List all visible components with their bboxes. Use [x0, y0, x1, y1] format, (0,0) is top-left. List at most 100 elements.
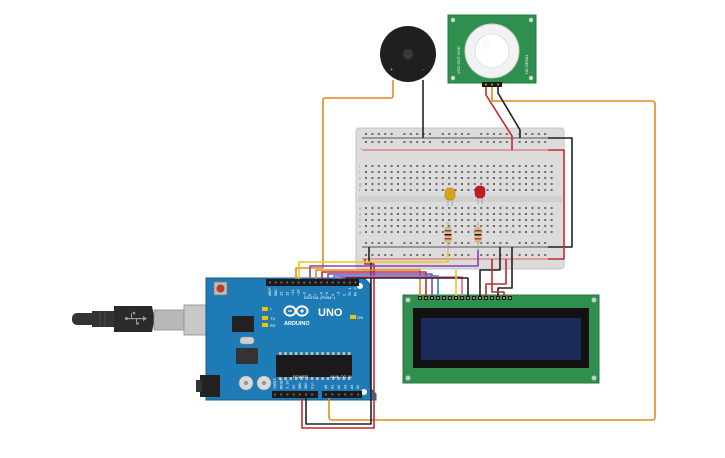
breadboard-rail-hole[interactable] — [518, 254, 521, 256]
wire-red-lcd-vcc[interactable] — [485, 259, 507, 296]
breadboard-hole[interactable] — [518, 213, 521, 215]
lcd-pin[interactable] — [425, 297, 427, 299]
breadboard-hole[interactable] — [429, 213, 431, 215]
breadboard-hole[interactable] — [454, 207, 457, 209]
breadboard-hole[interactable] — [499, 171, 502, 173]
breadboard-rail-hole[interactable] — [422, 242, 425, 244]
breadboard-hole[interactable] — [422, 171, 425, 173]
breadboard-hole[interactable] — [454, 165, 457, 167]
breadboard-rail-hole[interactable] — [505, 141, 508, 143]
breadboard-hole[interactable] — [429, 225, 431, 227]
breadboard-rail-hole[interactable] — [390, 254, 393, 256]
breadboard-rail-hole[interactable] — [448, 133, 451, 135]
breadboard-hole[interactable] — [397, 165, 399, 167]
breadboard-hole[interactable] — [525, 189, 527, 191]
breadboard-hole[interactable] — [461, 189, 463, 191]
breadboard-rail-hole[interactable] — [505, 242, 508, 244]
breadboard-hole[interactable] — [454, 189, 457, 191]
breadboard-hole[interactable] — [365, 177, 367, 179]
breadboard-hole[interactable] — [544, 225, 547, 227]
breadboard-hole[interactable] — [371, 207, 374, 209]
lcd-pin[interactable] — [497, 297, 499, 299]
breadboard-hole[interactable] — [422, 165, 425, 167]
breadboard-rail-hole[interactable] — [525, 141, 527, 143]
breadboard-hole[interactable] — [371, 213, 374, 215]
breadboard-rail-hole[interactable] — [486, 254, 489, 256]
breadboard-hole[interactable] — [422, 225, 425, 227]
lcd-pin[interactable] — [461, 297, 463, 299]
breadboard-hole[interactable] — [537, 177, 540, 179]
usb-cable[interactable] — [72, 304, 209, 336]
breadboard-rail-hole[interactable] — [537, 141, 540, 143]
breadboard-hole[interactable] — [377, 177, 380, 179]
breadboard-hole[interactable] — [441, 165, 444, 167]
breadboard-hole[interactable] — [403, 213, 406, 215]
digital-pin-socket[interactable] — [269, 281, 271, 284]
breadboard-hole[interactable] — [403, 177, 406, 179]
breadboard-hole[interactable] — [512, 219, 515, 221]
breadboard-hole[interactable] — [461, 165, 463, 167]
breadboard-hole[interactable] — [473, 165, 476, 167]
breadboard-hole[interactable] — [429, 171, 431, 173]
breadboard-hole[interactable] — [371, 231, 374, 233]
breadboard-hole[interactable] — [365, 171, 367, 173]
lcd-pin[interactable] — [449, 297, 451, 299]
breadboard-hole[interactable] — [454, 231, 457, 233]
breadboard-rail-hole[interactable] — [480, 141, 483, 143]
breadboard-rail-hole[interactable] — [537, 242, 540, 244]
breadboard-hole[interactable] — [499, 165, 502, 167]
breadboard-rail-hole[interactable] — [422, 141, 425, 143]
breadboard-hole[interactable] — [397, 177, 399, 179]
breadboard-hole[interactable] — [397, 189, 399, 191]
breadboard-hole[interactable] — [448, 171, 451, 173]
breadboard-hole[interactable] — [493, 171, 495, 173]
breadboard-rail-hole[interactable] — [467, 133, 470, 135]
breadboard-hole[interactable] — [365, 207, 367, 209]
breadboard-hole[interactable] — [467, 171, 470, 173]
breadboard-hole[interactable] — [473, 171, 476, 173]
breadboard-hole[interactable] — [435, 225, 438, 227]
breadboard-rail-hole[interactable] — [416, 141, 419, 143]
breadboard-hole[interactable] — [409, 177, 412, 179]
breadboard-hole[interactable] — [531, 231, 534, 233]
breadboard-hole[interactable] — [467, 213, 470, 215]
breadboard-hole[interactable] — [537, 219, 540, 221]
breadboard-hole[interactable] — [429, 177, 431, 179]
breadboard-hole[interactable] — [416, 213, 419, 215]
breadboard-hole[interactable] — [493, 231, 495, 233]
breadboard-hole[interactable] — [486, 219, 489, 221]
breadboard-hole[interactable] — [384, 177, 387, 179]
breadboard-rail-hole[interactable] — [531, 133, 534, 135]
breadboard-hole[interactable] — [473, 213, 476, 215]
breadboard-hole[interactable] — [409, 165, 412, 167]
digital-header-pins[interactable] — [269, 281, 357, 284]
breadboard-hole[interactable] — [480, 171, 483, 173]
breadboard-hole[interactable] — [499, 225, 502, 227]
breadboard-hole[interactable] — [461, 177, 463, 179]
breadboard-hole[interactable] — [461, 213, 463, 215]
breadboard-hole[interactable] — [493, 225, 495, 227]
digital-header[interactable] — [266, 279, 359, 286]
power-pin-socket[interactable] — [274, 393, 276, 396]
breadboard-rail-hole[interactable] — [365, 141, 367, 143]
breadboard-rail-hole[interactable] — [486, 242, 489, 244]
breadboard-hole[interactable] — [461, 225, 463, 227]
wire-black-pir-gnd[interactable] — [497, 87, 521, 138]
breadboard-rail-hole[interactable] — [518, 141, 521, 143]
breadboard-hole[interactable] — [467, 165, 470, 167]
breadboard-rail-hole[interactable] — [384, 254, 387, 256]
breadboard-hole[interactable] — [390, 231, 393, 233]
breadboard-rail-hole[interactable] — [531, 141, 534, 143]
breadboard-hole[interactable] — [448, 177, 451, 179]
analog-pin-socket[interactable] — [325, 393, 327, 396]
breadboard-hole[interactable] — [537, 183, 540, 185]
digital-pin-socket[interactable] — [303, 281, 306, 284]
breadboard-hole[interactable] — [486, 207, 489, 209]
breadboard-hole[interactable] — [409, 189, 412, 191]
breadboard-hole[interactable] — [429, 207, 431, 209]
breadboard-hole[interactable] — [429, 183, 431, 185]
breadboard-hole[interactable] — [493, 177, 495, 179]
breadboard-hole[interactable] — [512, 171, 515, 173]
breadboard-hole[interactable] — [403, 219, 406, 221]
